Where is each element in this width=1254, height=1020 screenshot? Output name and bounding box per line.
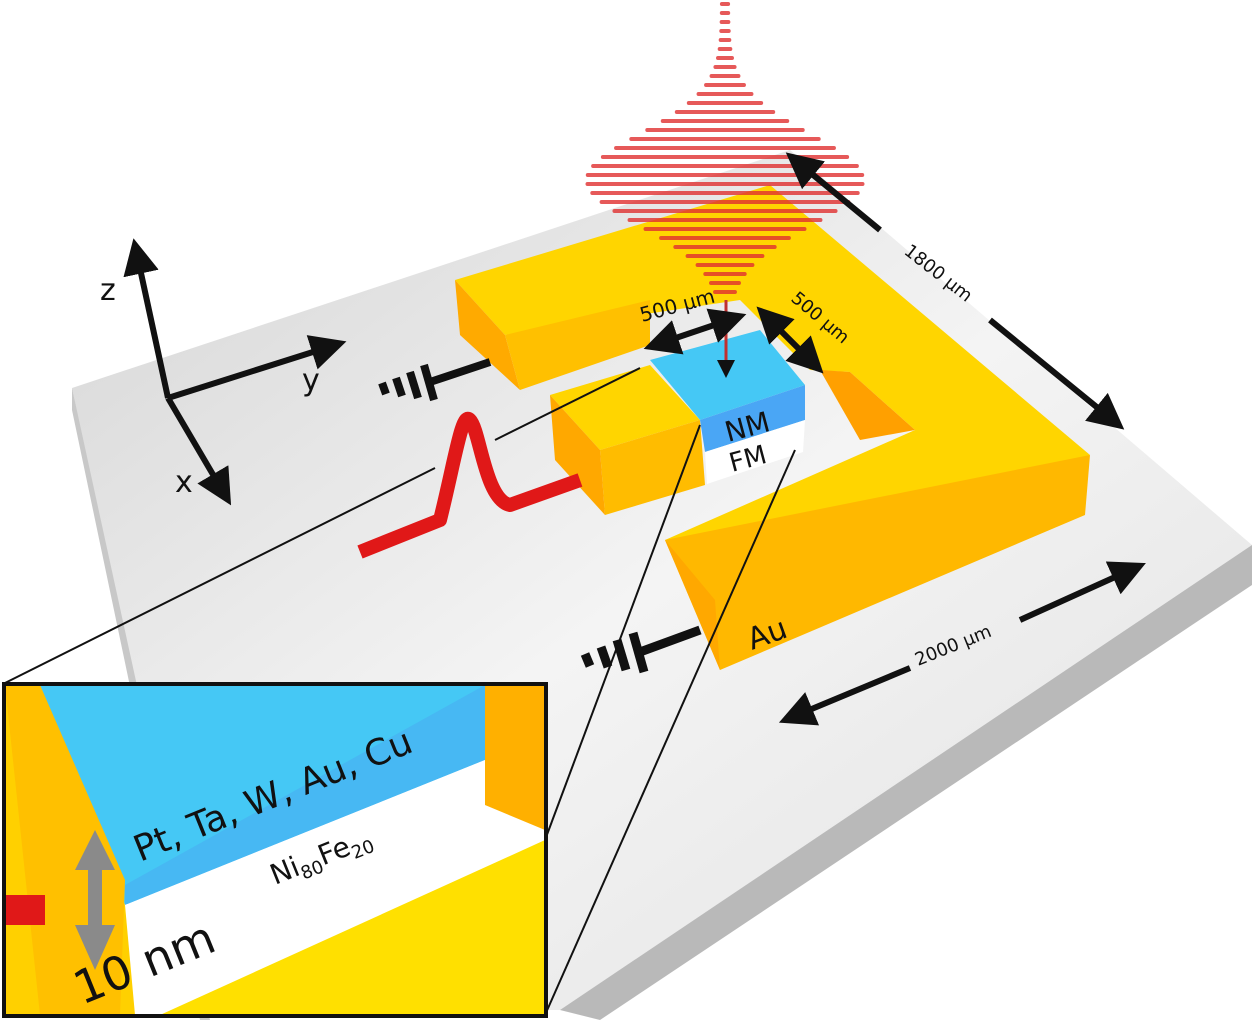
current-pulse [357,411,583,559]
dim-arrow-1800-b [988,317,1125,430]
dim-arrow-2000-b [1018,561,1146,623]
ground-symbol-upper [378,358,492,402]
y-axis-label: y [302,363,320,398]
dim-arrow-500-a [643,308,747,355]
nm-layer-front [700,385,805,452]
z-axis-label: z [100,273,116,308]
inset-zoom: Pt, Ta, W, Au, Cu Ni80Fe20 10 nm [2,682,548,1018]
dim-arrow-1800-a [785,152,882,233]
dim-arrow-2000-a [778,665,912,726]
dim-arrow-500-b [756,306,824,374]
au-electrode [455,185,1090,670]
x-axis-label: x [175,465,193,500]
coordinate-axes [123,238,347,506]
fm-layer-front [705,420,805,484]
